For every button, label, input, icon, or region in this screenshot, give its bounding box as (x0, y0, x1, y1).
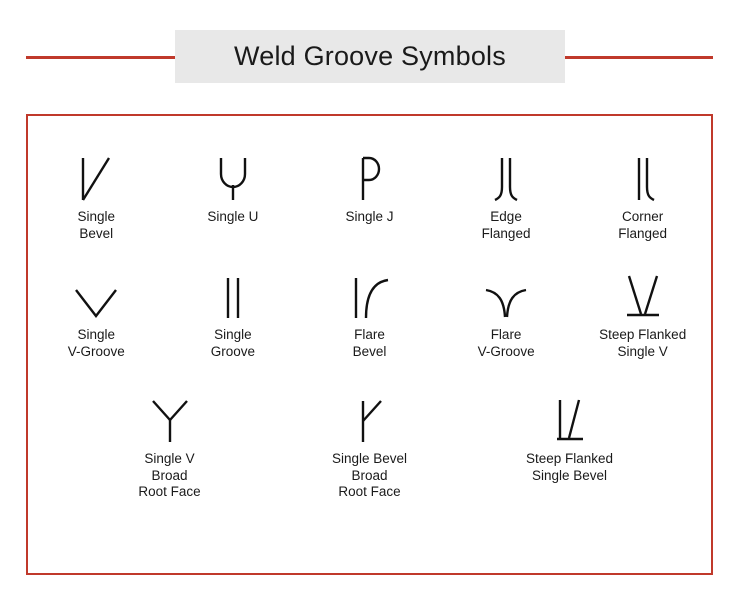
symbol-cell-single-u[interactable]: Single U (165, 146, 302, 242)
single-u-symbol (213, 146, 253, 202)
symbol-label: Single U (207, 209, 259, 224)
symbol-label: Single Bevel Broad Root Face (331, 451, 408, 499)
symbol-label: Flare V-Groove (477, 327, 535, 359)
title-rule-left-decoration (26, 56, 176, 59)
corner-flanged-symbol (628, 146, 658, 202)
single-v-groove-symbol (72, 264, 120, 320)
symbol-label: Steep Flanked Single Bevel (525, 451, 614, 483)
steep-flanked-single-bevel-symbol (551, 388, 589, 444)
symbol-row-3: Single V Broad Root Face Single Bevel Br… (28, 388, 711, 501)
single-j-symbol (354, 146, 384, 202)
symbol-cell-single-bevel-broad-root-face[interactable]: Single Bevel Broad Root Face (270, 388, 470, 501)
weld-symbol-panel: Single Bevel Single U Single J (26, 114, 713, 575)
flare-v-groove-symbol (482, 264, 530, 320)
symbol-cell-steep-flanked-single-bevel[interactable]: Steep Flanked Single Bevel (470, 388, 670, 501)
symbol-cell-edge-flanged[interactable]: Edge Flanged (438, 146, 575, 242)
symbol-cell-single-groove[interactable]: Single Groove (165, 264, 302, 360)
symbol-label: Corner Flanged (618, 209, 668, 241)
symbol-cell-flare-bevel[interactable]: Flare Bevel (301, 264, 438, 360)
single-bevel-broad-root-face-symbol (354, 388, 386, 444)
title-band: Weld Groove Symbols (0, 0, 739, 114)
symbol-cell-single-bevel[interactable]: Single Bevel (28, 146, 165, 242)
steep-flanked-single-v-symbol (621, 264, 665, 320)
symbol-label: Flare Bevel (352, 327, 387, 359)
single-groove-symbol (219, 264, 247, 320)
symbol-cell-single-v-broad-root-face[interactable]: Single V Broad Root Face (70, 388, 270, 501)
symbol-label: Edge Flanged (481, 209, 531, 241)
symbol-label: Steep Flanked Single V (599, 327, 687, 359)
symbol-label: Single Bevel (77, 209, 116, 241)
single-bevel-symbol (76, 146, 116, 202)
symbol-cell-corner-flanged[interactable]: Corner Flanged (574, 146, 711, 242)
flare-bevel-symbol (348, 264, 390, 320)
symbol-cell-steep-flanked-single-v[interactable]: Steep Flanked Single V (574, 264, 711, 360)
symbol-label: Single V Broad Root Face (138, 451, 201, 499)
edge-flanged-symbol (489, 146, 523, 202)
symbol-row-2: Single V-Groove Single Groove Flare Beve… (28, 264, 711, 360)
symbol-row-1: Single Bevel Single U Single J (28, 146, 711, 242)
title-box: Weld Groove Symbols (175, 30, 565, 83)
symbol-cell-flare-v-groove[interactable]: Flare V-Groove (438, 264, 575, 360)
title-rule-right-decoration (564, 56, 713, 59)
symbol-label: Single V-Groove (67, 327, 125, 359)
symbol-cell-single-j[interactable]: Single J (301, 146, 438, 242)
symbol-label: Single Groove (210, 327, 256, 359)
single-v-broad-root-face-symbol (148, 388, 192, 444)
symbol-label: Single J (345, 209, 394, 224)
symbol-cell-single-v-groove[interactable]: Single V-Groove (28, 264, 165, 360)
page-title: Weld Groove Symbols (234, 41, 506, 71)
